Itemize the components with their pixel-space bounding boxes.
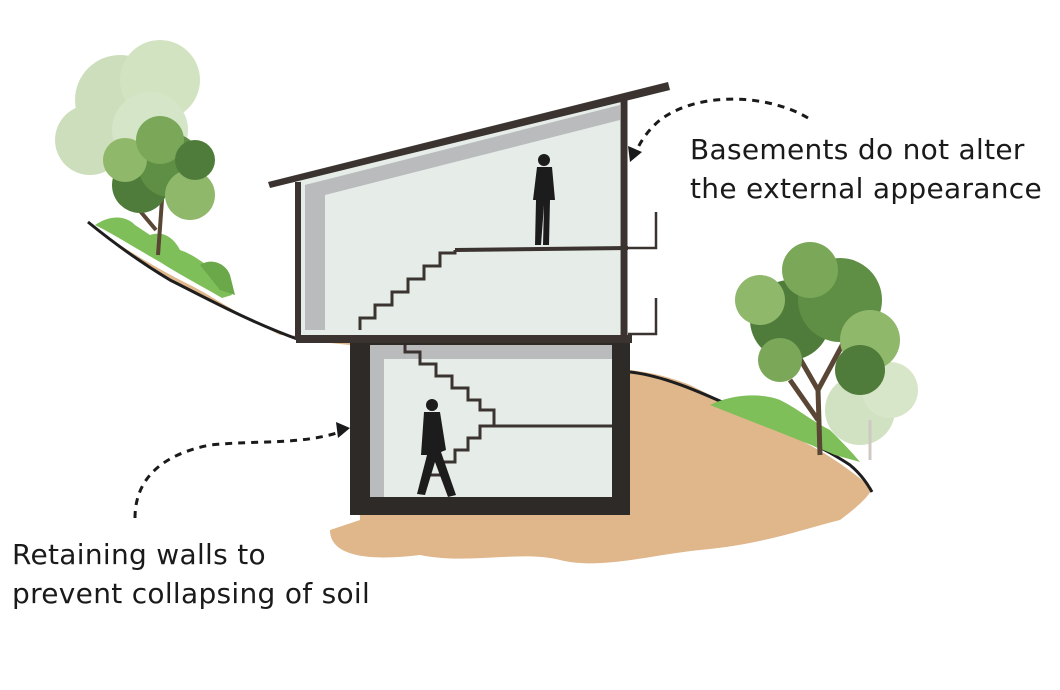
- retaining-wall: [350, 340, 630, 515]
- annotation-retaining-walls: Retaining walls to prevent collapsing of…: [12, 535, 370, 613]
- annotation-top-line2: the external appearance: [690, 172, 1042, 206]
- arrow-top-head: [628, 146, 642, 162]
- grass-left: [95, 217, 235, 298]
- soil-mass: [88, 222, 872, 564]
- arrow-top: [628, 97, 809, 162]
- tree-right: [735, 242, 900, 456]
- arrow-bottom: [133, 422, 350, 519]
- upper-shadow-left: [305, 180, 325, 330]
- upper-shadow-top: [305, 105, 620, 195]
- basement-staircase: [403, 345, 496, 477]
- annotation-top-line1: Basements do not alter: [690, 133, 1025, 166]
- annotation-bottom-line1: Retaining walls to: [12, 538, 266, 571]
- annotation-basement-appearance: Basements do not alter the external appe…: [690, 130, 1042, 208]
- upper-staircase: [358, 250, 457, 330]
- annotation-bottom-line2: prevent collapsing of soil: [12, 577, 371, 611]
- person-upper: [533, 154, 555, 245]
- balcony-lines: [628, 212, 658, 336]
- roof: [268, 82, 670, 188]
- arrow-bottom-head: [336, 422, 350, 438]
- tree-left: [103, 116, 215, 256]
- person-basement: [417, 399, 456, 497]
- house-walls: [295, 98, 632, 343]
- basement-shadow-left: [370, 345, 384, 497]
- ground-line-left: [87, 220, 301, 342]
- grass-right: [710, 395, 860, 462]
- basement-shadow-top: [370, 345, 612, 359]
- basement-interior: [370, 345, 612, 497]
- upper-floor-slab: [454, 246, 629, 252]
